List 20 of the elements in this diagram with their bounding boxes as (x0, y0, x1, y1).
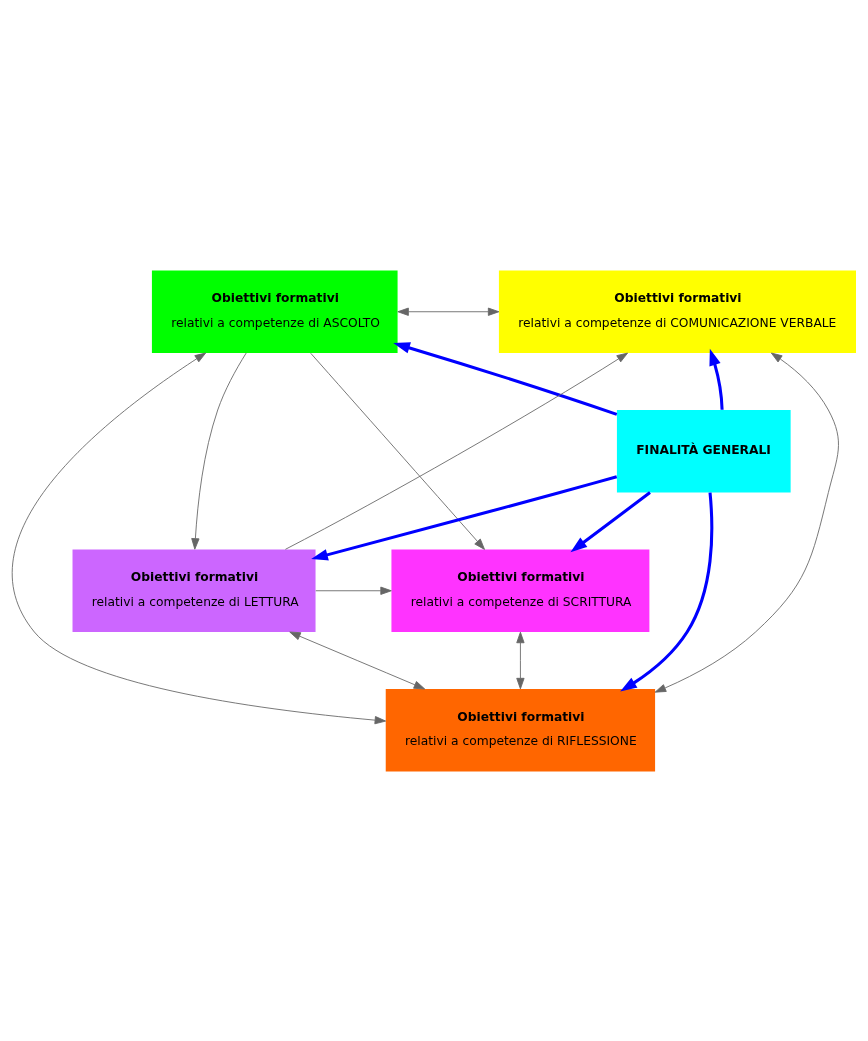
arrow (289, 631, 426, 689)
node-box: Obiettivi formativi relativi a competenze di LETTURA (72, 549, 316, 632)
node-box: Obiettivi formativi relativi a competenze di SCRITTURA (391, 549, 650, 632)
arrow (397, 307, 500, 316)
arrow (620, 492, 714, 691)
arrow (516, 631, 525, 689)
arrow (12, 352, 387, 724)
arrow (311, 474, 618, 560)
node-box: Obiettivi formativi relativi a competenze di ASCOLTO (151, 270, 398, 353)
arrow (570, 490, 651, 552)
node-box: FINALITÀ GENERALI (616, 409, 791, 492)
arrow (393, 341, 618, 416)
node-box: Obiettivi formativi relativi a competenze di RIFLESSIONE (385, 688, 656, 771)
arrow (709, 348, 724, 410)
arrow (285, 352, 629, 550)
node-box: Obiettivi formativi relativi a competenze di COMUNICAZIONE VERBALE (498, 270, 856, 353)
arrow (654, 352, 839, 693)
arrow (310, 352, 485, 550)
arrow (315, 586, 392, 595)
arrow (191, 352, 247, 550)
